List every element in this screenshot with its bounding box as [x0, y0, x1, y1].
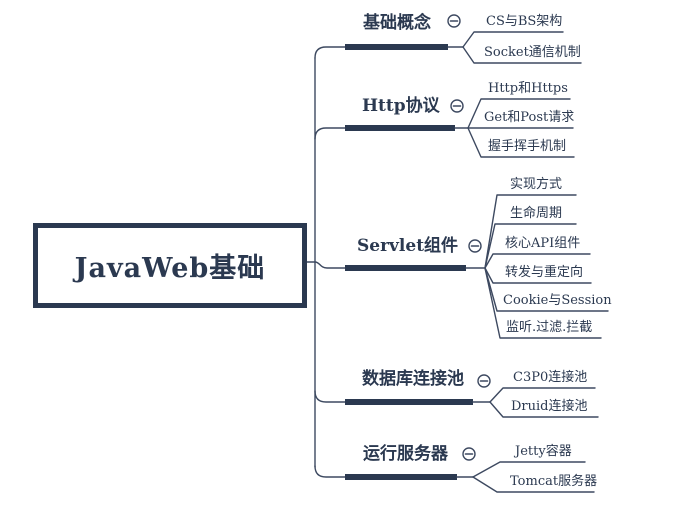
branch-1-child-2-connector — [462, 46, 582, 64]
child-node[interactable]: Socket通信机制 — [484, 45, 581, 60]
branch-4-corner — [314, 390, 346, 403]
root-node-label: JavaWeb基础 — [74, 253, 266, 284]
collapse-toggle-icon[interactable] — [477, 374, 491, 388]
branch-3-child-3-connector — [484, 253, 591, 269]
child-node[interactable]: 握手挥手机制 — [488, 139, 567, 154]
child-node[interactable]: Jetty容器 — [515, 444, 572, 459]
branch-3-child-2-connector — [484, 223, 577, 269]
child-node[interactable]: Cookie与Session — [503, 293, 612, 308]
child-node[interactable]: CS与BS架构 — [486, 14, 563, 29]
branch-3-child-5-connector — [484, 267, 609, 312]
branch-node-run-server[interactable]: 运行服务器 — [363, 444, 448, 464]
child-node[interactable]: 生命周期 — [510, 206, 563, 221]
branch-node-http-protocol[interactable]: Http协议 — [362, 96, 440, 116]
branch-3-corner — [314, 261, 346, 269]
collapse-toggle-icon[interactable] — [447, 14, 461, 28]
root-node[interactable]: JavaWeb基础 — [33, 223, 307, 308]
branch-5-corner — [314, 465, 346, 478]
branch-3-child-1-connector — [484, 194, 577, 269]
branch-1-child-1-connector — [462, 31, 564, 48]
branch-5-child-2-connector — [472, 476, 595, 493]
child-node[interactable]: C3P0连接池 — [513, 370, 588, 385]
child-node[interactable]: 核心API组件 — [505, 236, 581, 251]
collapse-toggle-icon[interactable] — [462, 447, 476, 461]
child-node[interactable]: 监听.过滤.拦截 — [506, 320, 593, 335]
child-node[interactable]: Http和Https — [488, 81, 568, 96]
branch-2-child-1-connector — [467, 98, 571, 129]
branch-1-corner — [314, 46, 346, 59]
branch-node-db-pool[interactable]: 数据库连接池 — [362, 369, 464, 389]
branch-4-child-2-connector — [489, 401, 599, 418]
branch-node-basic-concepts[interactable]: 基础概念 — [363, 13, 431, 33]
branch-2-child-3-connector — [467, 127, 575, 158]
branch-5-child-1-connector — [472, 461, 586, 478]
child-node[interactable]: Druid连接池 — [511, 399, 588, 414]
branch-4-child-1-connector — [489, 387, 596, 403]
child-node[interactable]: 转发与重定向 — [505, 265, 584, 280]
child-node[interactable]: Get和Post请求 — [484, 110, 575, 125]
child-node[interactable]: 实现方式 — [510, 177, 563, 192]
branch-2-corner — [314, 127, 346, 140]
collapse-toggle-icon[interactable] — [468, 239, 482, 253]
branch-3-child-6-connector — [484, 267, 602, 339]
branch-node-servlet[interactable]: Servlet组件 — [357, 236, 459, 256]
collapse-toggle-icon[interactable] — [450, 99, 464, 113]
branch-3-child-4-connector — [484, 267, 592, 284]
child-node[interactable]: Tomcat服务器 — [510, 474, 598, 489]
